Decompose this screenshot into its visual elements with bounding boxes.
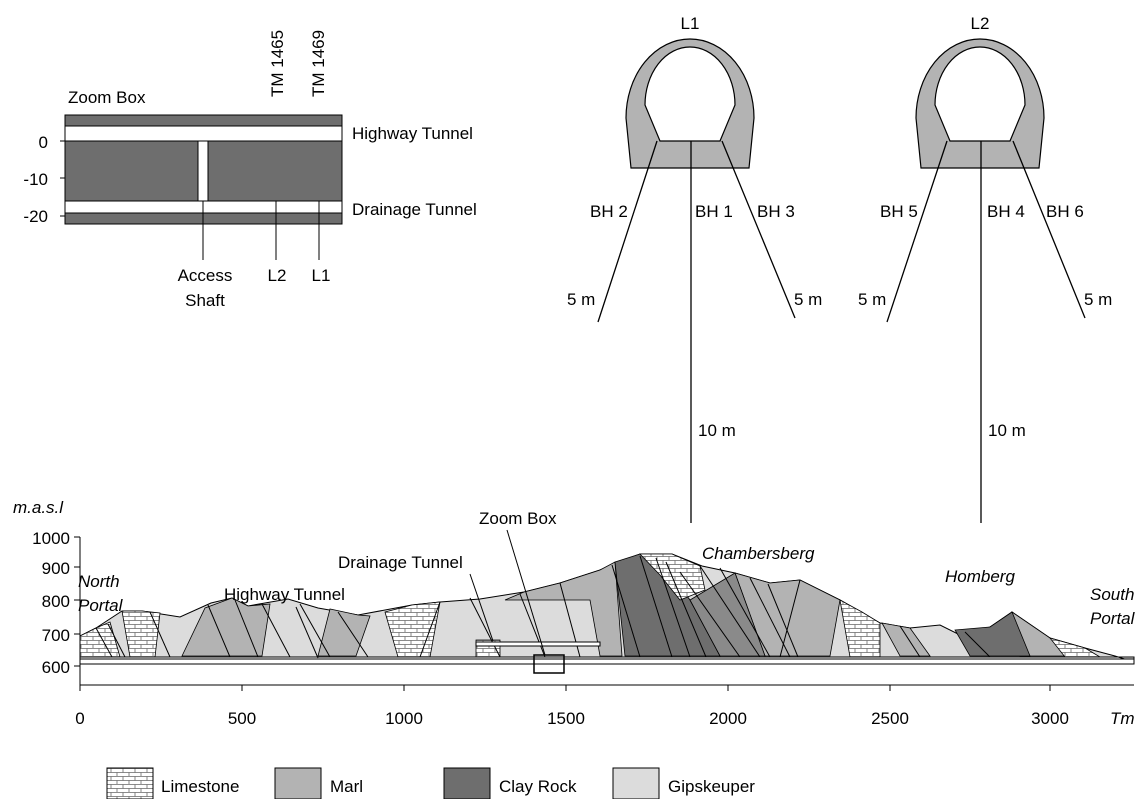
l2-right-length: 5 m: [1084, 290, 1112, 309]
legend-label-clay-rock: Clay Rock: [499, 777, 577, 796]
zoom-drainage-tunnel-label: Drainage Tunnel: [352, 200, 477, 219]
bh6-label: BH 6: [1046, 202, 1084, 221]
clay-rock-zone-3: [954, 611, 1031, 657]
south-portal-label-2: Portal: [1090, 609, 1136, 628]
profile-drainage-tunnel: [475, 641, 601, 647]
bh2-label: BH 2: [590, 202, 628, 221]
legend-label-marl: Marl: [330, 777, 363, 796]
limestone-zone-6: [1048, 637, 1102, 658]
profile-drainage-tunnel-label: Drainage Tunnel: [338, 553, 463, 572]
section-l1-title: L1: [681, 14, 700, 33]
legend-label-limestone: Limestone: [161, 777, 239, 796]
x-tick-2500: 2500: [871, 709, 909, 728]
legend-swatch-gipskeuper: [612, 767, 660, 799]
x-tick-1500: 1500: [547, 709, 585, 728]
section-l2-title: L2: [971, 14, 990, 33]
profile-highway-tunnel-label: Highway Tunnel: [224, 585, 345, 604]
tunnel-opening-l2: [934, 46, 1026, 142]
homberg-label: Homberg: [945, 567, 1015, 586]
north-portal-label-1: North: [78, 572, 120, 591]
l2-center-length: 10 m: [988, 421, 1026, 440]
x-tick-1000: 1000: [385, 709, 423, 728]
profile-zoom-box-label: Zoom Box: [479, 509, 557, 528]
y-tick-800: 800: [42, 592, 70, 611]
borehole-bh5: [886, 140, 948, 323]
zoom-rock-right: [207, 140, 343, 202]
legend-label-gipskeuper: Gipskeuper: [668, 777, 755, 796]
l1-right-length: 5 m: [794, 290, 822, 309]
borehole-bh3: [721, 140, 796, 319]
x-tick-500: 500: [228, 709, 256, 728]
legend-swatch-marl: [274, 767, 322, 799]
tunnel-opening-l1: [644, 46, 736, 142]
x-tick-3000: 3000: [1031, 709, 1069, 728]
legend-swatch-limestone: [106, 767, 154, 799]
limestone-zone-3: [384, 601, 441, 658]
legend: Limestone Marl Clay Rock Gipskeuper: [106, 767, 755, 799]
chambersberg-label: Chambersberg: [702, 544, 815, 563]
y-tick-600: 600: [42, 658, 70, 677]
cross-section-l1: L1 BH 2 BH 1 BH 3 5 m 5 m 10 m: [567, 14, 822, 523]
zoom-tick-20: -20: [23, 207, 48, 226]
highway-tunnel-leader: [295, 606, 319, 659]
zoom-tick-0: 0: [39, 133, 48, 152]
geological-profile: m.a.s.l 1000 900 800 700 600 0 500 1000 …: [13, 498, 1136, 728]
borehole-bh2: [597, 140, 658, 323]
zoom-box-diagram: Zoom Box TM 1465 TM 1469 0 -10 -20 Highw…: [23, 30, 476, 310]
bh4-label: BH 4: [987, 202, 1025, 221]
x-axis-ticks: [79, 685, 1051, 691]
north-portal-label-2: Portal: [78, 596, 124, 615]
limestone-zone-2: [121, 610, 161, 658]
x-axis-unit: Tm: [1110, 709, 1135, 728]
cross-section-l2: L2 BH 5 BH 4 BH 6 5 m 5 m 10 m: [858, 14, 1112, 523]
zoom-top-band: [64, 114, 343, 127]
zoom-rock-left: [64, 140, 199, 202]
y-tick-700: 700: [42, 626, 70, 645]
tm-1465-label: TM 1465: [268, 30, 287, 97]
zoom-tick-10: -10: [23, 170, 48, 189]
legend-swatch-clay-rock: [443, 767, 491, 799]
l1-left-length: 5 m: [567, 290, 595, 309]
y-axis-ticks: [74, 536, 80, 667]
l1-center-length: 10 m: [698, 421, 736, 440]
access-shaft-label-1: Access: [178, 266, 233, 285]
zoom-l1-label: L1: [312, 266, 331, 285]
bh3-label: BH 3: [757, 202, 795, 221]
profile-highway-tunnel: [79, 658, 1135, 665]
y-tick-1000: 1000: [32, 529, 70, 548]
x-tick-2000: 2000: [709, 709, 747, 728]
fault-lines: [95, 555, 991, 658]
y-tick-900: 900: [42, 559, 70, 578]
y-axis-label: m.a.s.l: [13, 498, 64, 517]
bh5-label: BH 5: [880, 202, 918, 221]
limestone-zone-5: [839, 599, 881, 658]
zoom-box-title: Zoom Box: [68, 88, 146, 107]
zoom-highway-tunnel-label: Highway Tunnel: [352, 124, 473, 143]
marl-zone-2: [317, 608, 371, 657]
l2-left-length: 5 m: [858, 290, 886, 309]
zoom-highway-tunnel: [64, 125, 343, 142]
borehole-bh6: [1012, 140, 1086, 319]
marl-zone-1: [181, 597, 271, 657]
tm-1469-label: TM 1469: [309, 30, 328, 97]
south-portal-label-1: South: [1090, 585, 1134, 604]
x-tick-0: 0: [75, 709, 84, 728]
profile-zoom-box: [533, 654, 565, 674]
zoom-box-leader: [506, 529, 546, 656]
bh1-label: BH 1: [695, 202, 733, 221]
access-shaft-label-2: Shaft: [185, 291, 225, 310]
drainage-tunnel-leader: [469, 573, 494, 642]
zoom-l2-label: L2: [268, 266, 287, 285]
